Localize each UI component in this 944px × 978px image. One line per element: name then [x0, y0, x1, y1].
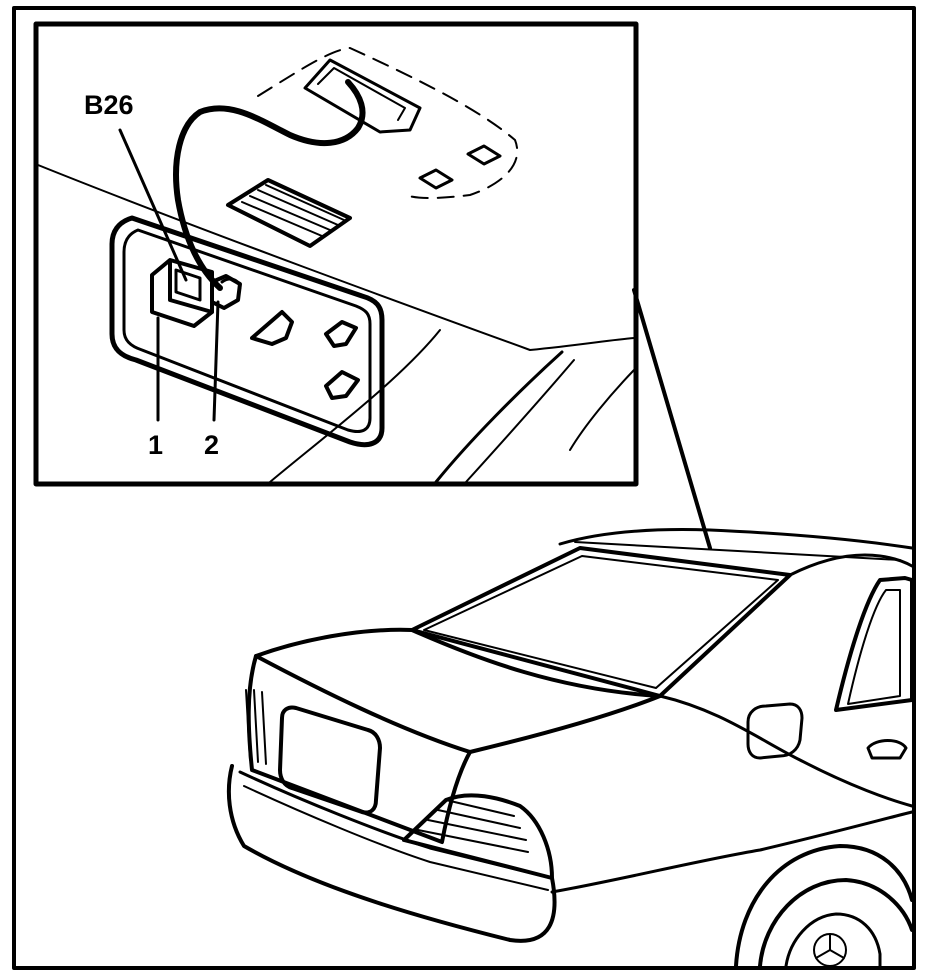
panel-ridge-2: [253, 689, 259, 763]
callout-b26: B26: [84, 90, 134, 120]
cable-plug: [303, 58, 422, 134]
mounting-plate-inner: [122, 228, 372, 433]
connector-2: [210, 274, 242, 310]
license-plate-recess: [278, 705, 382, 815]
tail-light-lens-1: [417, 829, 529, 853]
sensor-b26: [150, 258, 214, 328]
callout-2: 2: [204, 430, 219, 460]
rear-bumper: [226, 764, 557, 943]
body-shoulder: [658, 694, 914, 808]
sensor-face: [168, 260, 214, 314]
c-pillar: [788, 553, 914, 577]
vent-slat-3: [257, 189, 339, 226]
vent-slat-2: [249, 195, 331, 231]
outer-frame: [12, 6, 916, 970]
bumper-strip-1: [238, 770, 554, 880]
cable: [173, 79, 366, 291]
connector-cap: [220, 277, 242, 290]
inset-leader-line: [632, 288, 712, 550]
tail-light: [402, 793, 554, 880]
leader-2: [212, 300, 220, 422]
side-window-inner: [847, 589, 901, 705]
bumper-strip-2: [243, 785, 549, 891]
leader-b26: [118, 128, 188, 282]
trunk-lid-fold-4: [569, 369, 635, 451]
clip-square-1: [418, 168, 454, 190]
sensor-window: [174, 268, 202, 302]
rear-wheel: [734, 844, 914, 968]
vent-slat-4: [265, 184, 345, 221]
inset-frame: [33, 21, 639, 487]
trunk-lid-fold-2: [434, 350, 564, 484]
trunk-lid-fold-3: [465, 359, 575, 483]
car-rear-view: [226, 528, 914, 968]
door-handle: [866, 739, 908, 760]
plate-lug-3: [324, 370, 360, 400]
trunk-lid-edge: [37, 164, 635, 351]
dashed-cover-outline: [257, 47, 519, 200]
detail-inset: B26 1 2: [33, 21, 712, 550]
plate-lug-1: [250, 310, 294, 346]
wheel-arch: [734, 844, 914, 968]
connector-body: [210, 274, 242, 310]
bumper-lower: [550, 810, 914, 894]
trunk-lid: [254, 627, 662, 754]
car-roof-rail: [574, 541, 901, 561]
mounting-plate-outer: [109, 215, 385, 448]
trunk-lid-fold-1: [269, 329, 441, 483]
star-emblem-icon: [813, 933, 847, 967]
tail-light-lens-3: [437, 809, 521, 829]
car-roof: [558, 528, 914, 550]
cable-inner: [175, 81, 364, 289]
vent-grille: [226, 178, 352, 248]
plate-lug-2: [324, 320, 358, 348]
tail-light-lens-4: [445, 799, 515, 817]
panel-ridge-1: [245, 689, 251, 761]
rear-panel: [246, 654, 472, 844]
clip-square-2: [466, 144, 502, 166]
callout-1: 1: [148, 430, 163, 460]
vent-slat-1: [241, 201, 323, 237]
tail-light-lens-2: [427, 819, 527, 841]
cable-plug-inner: [317, 67, 406, 121]
hub-cap: [784, 912, 882, 968]
fuel-flap: [746, 702, 804, 760]
rear-window-inner: [423, 555, 779, 689]
side-window: [834, 576, 914, 712]
tyre-outer: [758, 878, 914, 968]
panel-ridge-3: [261, 691, 267, 765]
